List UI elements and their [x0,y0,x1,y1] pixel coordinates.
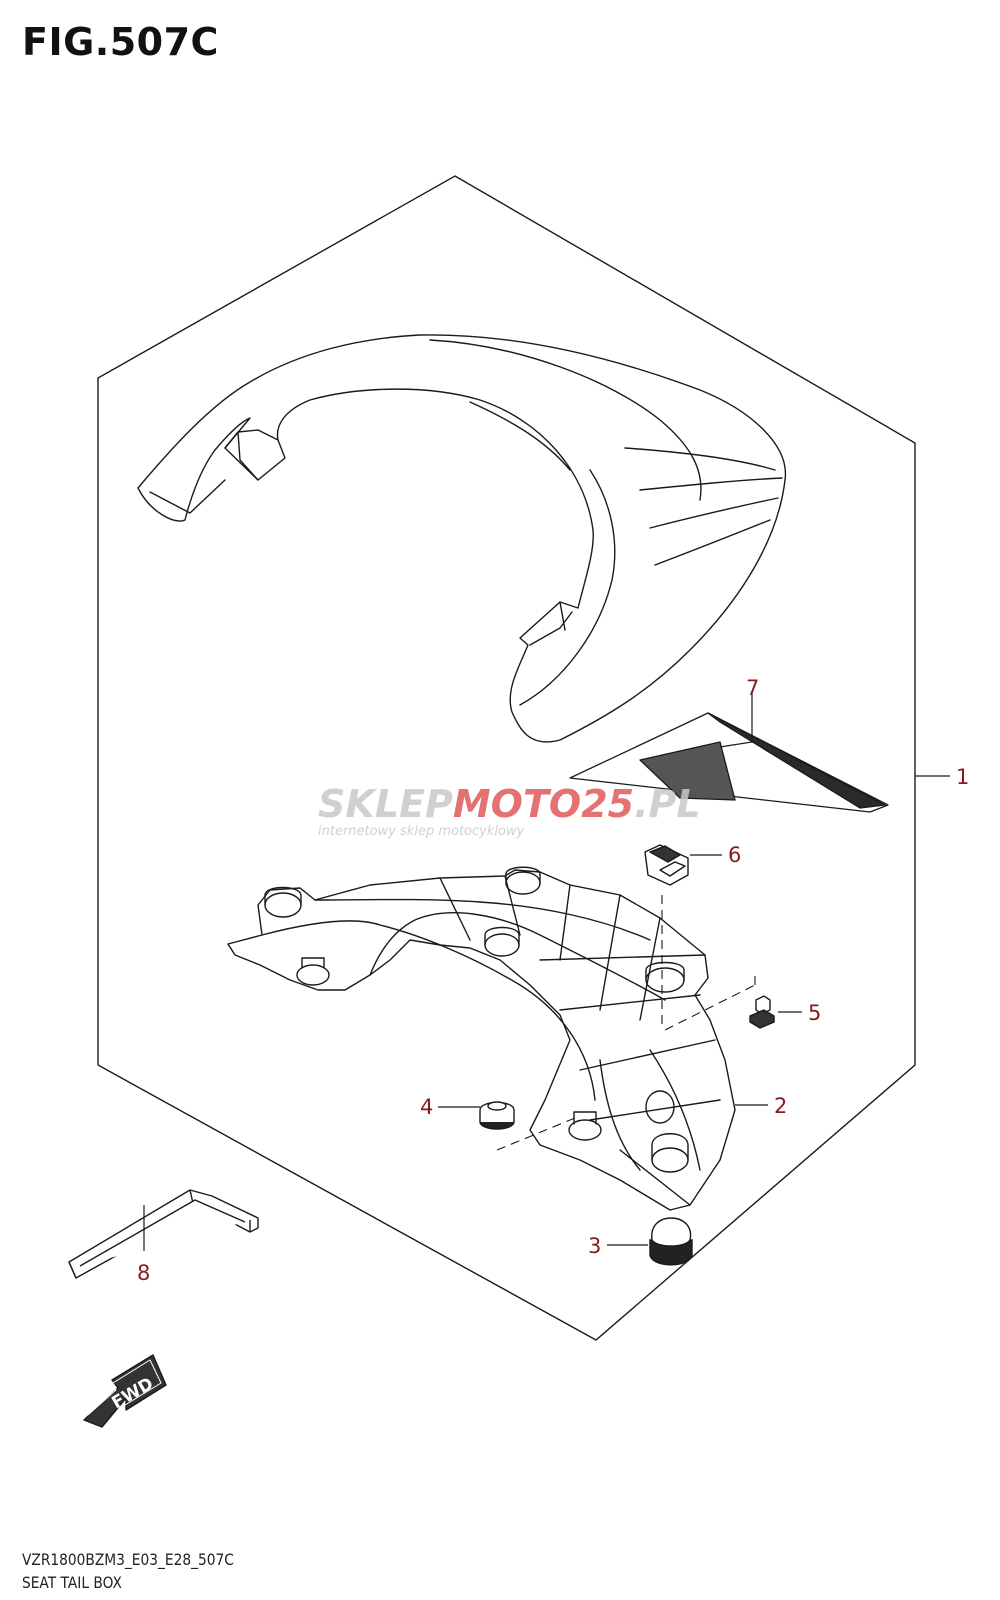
callout-2: 2 [774,1094,787,1118]
watermark-grey-text: SKLEP [318,782,453,826]
watermark-red-text: MOTO [453,782,581,826]
cushion [649,1217,693,1266]
fwd-arrow-icon: FWD [83,1354,167,1428]
figure-name: SEAT TAIL BOX [22,1573,122,1592]
figure-code: VZR1800BZM3_E03_E28_507C [22,1550,234,1569]
callout-5: 5 [808,1001,821,1025]
svg-text:SKLEPMOTO25.PL: SKLEPMOTO25.PL [318,782,701,826]
base-bracket [227,866,736,1211]
callout-6: 6 [728,843,741,867]
watermark-subtitle: internetowy sklep motocyklowy [318,824,525,839]
callout-3: 3 [588,1234,601,1258]
callout-leaders [143,691,950,1251]
grommet [479,1101,515,1130]
callout-7: 7 [746,676,759,700]
callout-4: 4 [420,1095,433,1119]
watermark-logo: SKLEPMOTO25.PL internetowy sklep motocyk… [318,782,701,839]
seat-cover [137,334,787,743]
callout-numbers: 1 2 3 4 5 6 7 8 [137,676,969,1285]
figure-title: FIG.507C [22,20,219,64]
watermark-tail-text: .PL [634,782,701,826]
callout-1: 1 [956,765,969,789]
callout-8: 8 [137,1261,150,1285]
assembly-boundary [97,175,916,1341]
bolt [749,995,775,1029]
hex-wrench [68,1189,259,1279]
watermark-red-badge: 25 [581,782,634,826]
nut-clip [644,844,689,886]
assembly-lines [496,895,756,1151]
